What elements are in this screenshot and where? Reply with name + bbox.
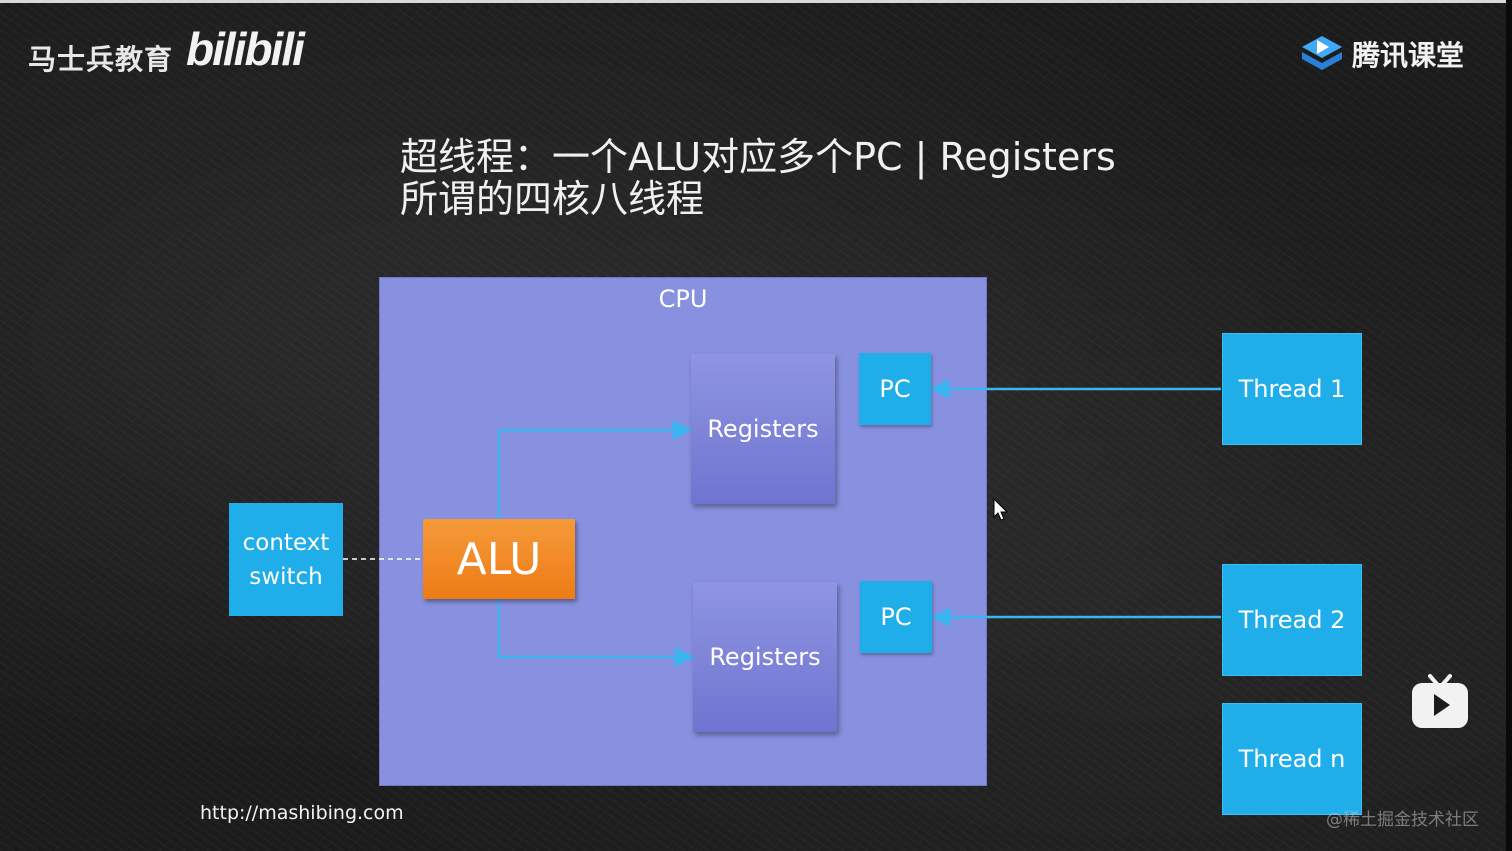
pc-box-top: PC (859, 353, 931, 425)
tencent-classroom-brand: 腾讯课堂 (1300, 34, 1464, 74)
alu-box: ALU (423, 519, 575, 599)
thread-box-2: Thread 2 (1222, 564, 1362, 676)
thread-box-1: Thread 1 (1222, 333, 1362, 445)
thread-label-2: Thread 2 (1238, 606, 1346, 634)
cpu-label: CPU (658, 285, 708, 313)
thread-label-n: Thread n (1238, 745, 1346, 773)
pc-box-bottom: PC (860, 581, 932, 653)
registers-box-bottom: Registers (693, 582, 837, 732)
title-line-2: 所谓的四核八线程 (400, 177, 705, 221)
top-border (0, 0, 1512, 3)
right-border (1506, 0, 1512, 851)
context-switch-box: context switch (229, 503, 343, 616)
pc-label-top: PC (879, 375, 911, 403)
bilibili-logo: bilibili (186, 23, 305, 75)
thread-box-n: Thread n (1222, 703, 1362, 815)
mouse-cursor-icon (993, 498, 1009, 521)
title-line-1: 超线程：一个ALU对应多个PC | Registers (400, 135, 1116, 179)
thread-label-1: Thread 1 (1238, 375, 1346, 403)
mashibing-brand: 马士兵教育 (28, 43, 174, 76)
website-url[interactable]: http://mashibing.com (200, 802, 404, 824)
tencent-classroom-text: 腾讯课堂 (1352, 39, 1465, 72)
pc-label-bottom: PC (880, 603, 912, 631)
slide-title: 超线程：一个ALU对应多个PC | Registers 所谓的四核八线程 (400, 136, 1116, 220)
registers-label-top: Registers (707, 415, 819, 443)
context-switch-line-1: context (242, 529, 330, 556)
bilibili-tv-icon[interactable] (1410, 672, 1470, 730)
alu-label: ALU (456, 533, 542, 585)
juejin-watermark: @稀土掘金技术社区 (1326, 810, 1479, 830)
tencent-classroom-logo-icon (1302, 36, 1342, 70)
context-switch-line-2: switch (249, 563, 323, 590)
registers-label-bottom: Registers (709, 643, 821, 671)
registers-box-top: Registers (691, 354, 835, 504)
